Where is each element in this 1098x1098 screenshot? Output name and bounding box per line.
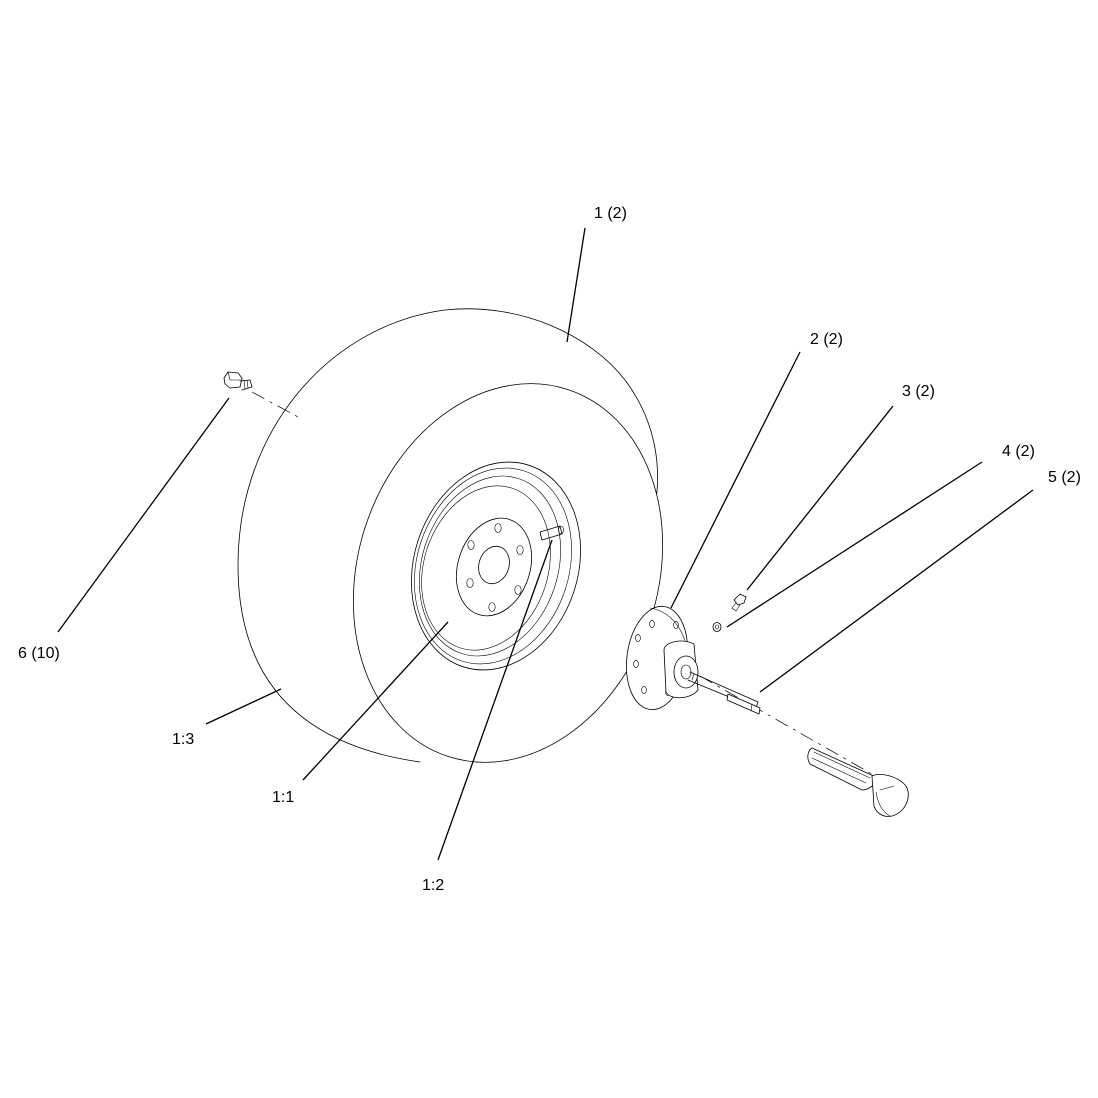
rim-inner-lip (419, 475, 561, 657)
leader-part-5 (759, 489, 1034, 693)
rim-center-plate (456, 517, 532, 617)
callout-part-4: 4 (2) (1002, 443, 1035, 460)
callout-part-3: 3 (2) (902, 383, 935, 400)
leader-part-3 (746, 405, 894, 591)
wheel-bolt (223, 371, 253, 391)
leader-part-2 (670, 351, 801, 609)
leader-detail-1-2 (437, 539, 553, 861)
callout-part-5: 5 (2) (1048, 469, 1081, 486)
leader-part-6 (57, 397, 230, 633)
callout-labels: 1 (2) 2 (2) 3 (2) 4 (2) 5 (2) 6 (10) 1:1… (18, 205, 1081, 894)
rim-flange (421, 485, 551, 651)
callout-part-1: 1 (2) (594, 205, 627, 222)
callout-detail-1-2: 1:2 (422, 877, 444, 894)
leader-part-1 (566, 227, 586, 343)
rim-outer (411, 461, 581, 671)
callout-part-2: 2 (2) (810, 331, 843, 348)
leader-detail-1-1 (302, 621, 449, 781)
lock-nut (712, 622, 722, 632)
rim-outer-lip (414, 467, 572, 665)
valve-stem (539, 525, 564, 541)
callout-detail-1-1: 1:1 (272, 789, 294, 806)
rim-bolt-holes (466, 523, 524, 612)
callout-detail-1-3: 1:3 (172, 731, 194, 748)
leader-detail-1-3 (205, 688, 282, 725)
shaft-key (726, 693, 761, 715)
tire-front-sidewall (352, 383, 664, 763)
tire-back-outline (237, 308, 658, 763)
wheel-tire-assembly (237, 308, 664, 763)
axle-shaft (807, 747, 909, 817)
set-screw (731, 593, 747, 612)
leader-lines (57, 227, 1034, 861)
rim-center-hole (478, 545, 510, 585)
wheel-hub (626, 605, 759, 711)
callout-part-6: 6 (10) (18, 645, 60, 662)
leader-part-4 (726, 461, 983, 628)
